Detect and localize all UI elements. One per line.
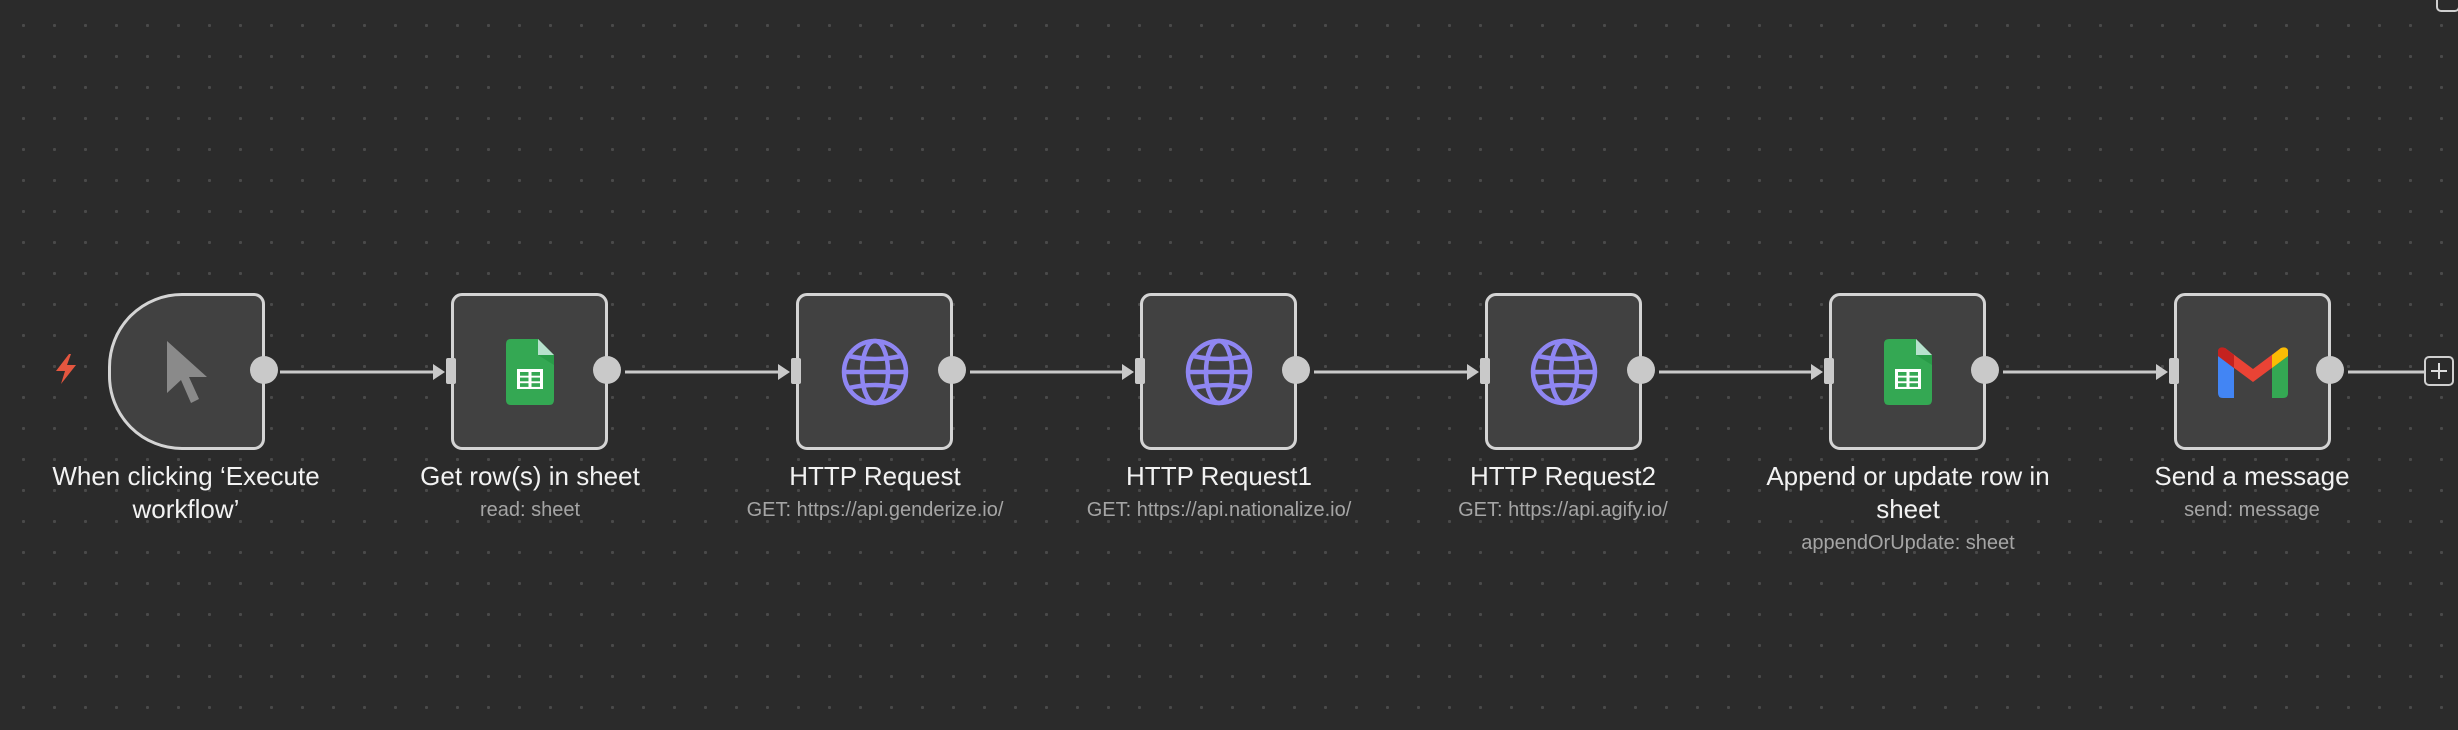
google-sheets-icon <box>505 338 554 405</box>
connection-arrow-4 <box>1467 364 1479 380</box>
node-http-request[interactable] <box>791 293 966 450</box>
gmail-icon <box>2217 346 2288 398</box>
cursor-pointer-icon <box>166 340 207 403</box>
input-port[interactable] <box>2169 358 2179 384</box>
node-title: Append or update row in sheet <box>1766 461 2050 524</box>
node-send-a-message[interactable] <box>2169 293 2344 450</box>
globe-icon <box>841 338 908 405</box>
node-label-get-rows: Get row(s) in sheet read: sheet <box>365 460 695 523</box>
output-port[interactable] <box>1282 356 1310 384</box>
node-http-request2[interactable] <box>1480 293 1655 450</box>
output-port[interactable] <box>1627 356 1655 384</box>
node-get-rows-in-sheet[interactable] <box>446 293 621 450</box>
node-label-append-or-update: Append or update row in sheet appendOrUp… <box>1743 460 2073 556</box>
node-manual-trigger[interactable] <box>108 293 278 450</box>
add-node-button[interactable] <box>2424 356 2454 386</box>
input-port[interactable] <box>1824 358 1834 384</box>
node-title: When clicking ‘Execute workflow’ <box>52 461 320 524</box>
node-title: Send a message <box>2154 461 2350 491</box>
node-subtitle: GET: https://api.genderize.io/ <box>746 499 1004 521</box>
node-http-request1[interactable] <box>1135 293 1310 450</box>
input-port[interactable] <box>1135 358 1145 384</box>
output-port[interactable] <box>938 356 966 384</box>
node-title: HTTP Request <box>789 461 961 491</box>
node-label-send-message: Send a message send: message <box>2087 460 2417 523</box>
globe-icon <box>1185 338 1252 405</box>
input-port[interactable] <box>791 358 801 384</box>
node-title: Get row(s) in sheet <box>420 461 640 491</box>
node-subtitle: send: message <box>2184 499 2320 521</box>
connection-arrow-5 <box>1811 364 1823 380</box>
node-label-http-request1: HTTP Request1 GET: https://api.nationali… <box>1054 460 1384 523</box>
connection-arrow-6 <box>2156 364 2168 380</box>
connection-arrow-3 <box>1122 364 1134 380</box>
input-port[interactable] <box>446 358 456 384</box>
node-title: HTTP Request1 <box>1126 461 1312 491</box>
node-subtitle: GET: https://api.agify.io/ <box>1458 499 1668 521</box>
node-subtitle: appendOrUpdate: sheet <box>1801 532 2015 554</box>
lightning-bolt-icon <box>56 354 76 384</box>
output-port[interactable] <box>250 356 278 384</box>
output-port[interactable] <box>2316 356 2344 384</box>
canvas-corner-control[interactable] <box>2436 0 2458 12</box>
google-sheets-icon <box>1883 338 1932 405</box>
node-label-manual-trigger: When clicking ‘Execute workflow’ <box>21 460 351 526</box>
node-subtitle: read: sheet <box>479 499 581 521</box>
node-subtitle: GET: https://api.nationalize.io/ <box>1086 499 1352 521</box>
connection-arrow-1 <box>433 364 445 380</box>
output-port[interactable] <box>593 356 621 384</box>
node-label-http-request2: HTTP Request2 GET: https://api.agify.io/ <box>1398 460 1728 523</box>
connection-arrow-2 <box>778 364 790 380</box>
node-label-http-request: HTTP Request GET: https://api.genderize.… <box>710 460 1040 523</box>
input-port[interactable] <box>1480 358 1490 384</box>
globe-icon <box>1530 338 1597 405</box>
node-append-or-update-row[interactable] <box>1824 293 1999 450</box>
node-title: HTTP Request2 <box>1470 461 1656 491</box>
output-port[interactable] <box>1971 356 1999 384</box>
